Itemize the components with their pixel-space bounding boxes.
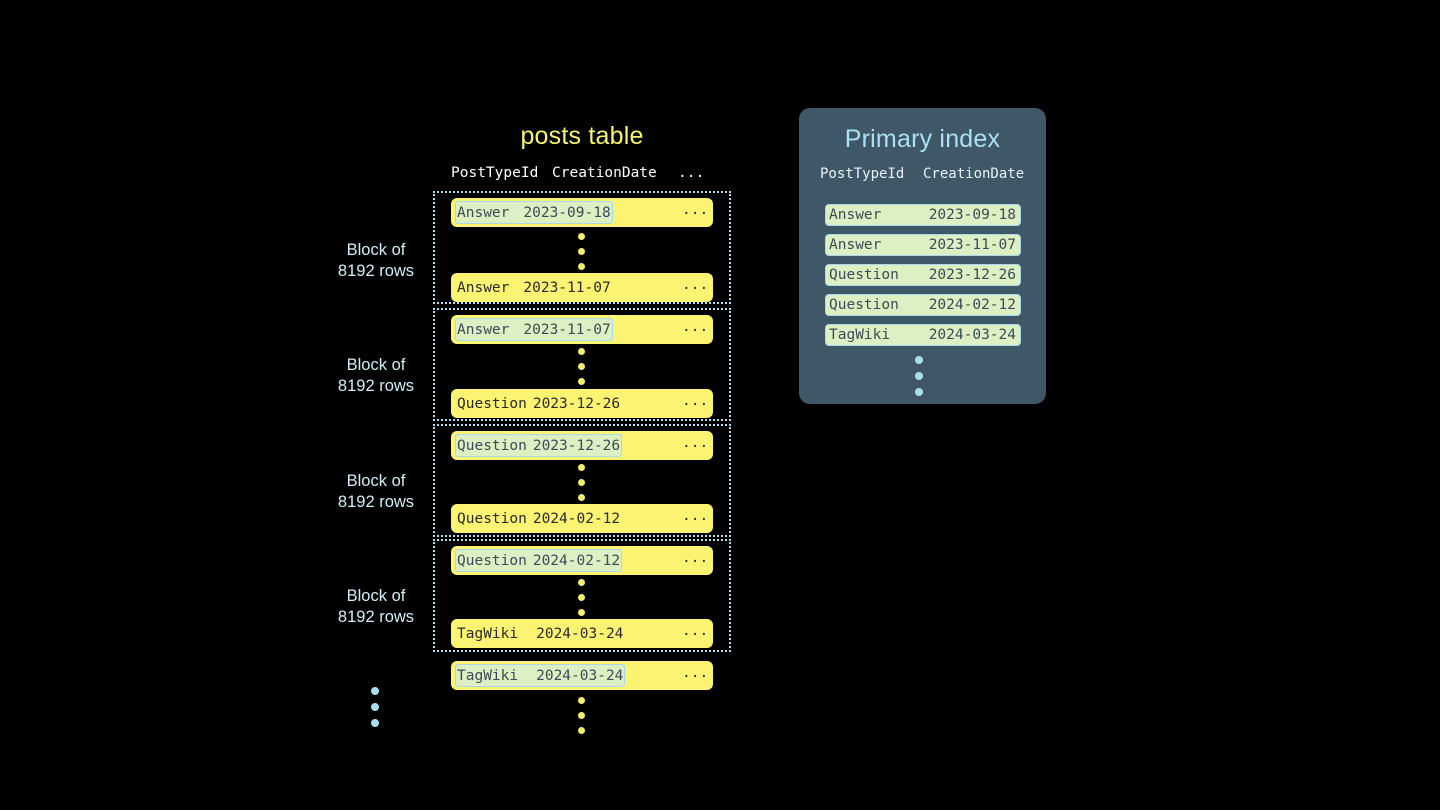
cell-creationdate: 2023-11-07 bbox=[523, 321, 611, 338]
cell-posttypeid: Answer bbox=[457, 279, 510, 296]
row-cells: Question 2024-02-12 bbox=[455, 549, 623, 572]
block-label-line1: Block of bbox=[346, 587, 406, 605]
cell-posttypeid: Question bbox=[457, 552, 527, 569]
block-label-line2: 8192 rows bbox=[337, 608, 415, 626]
table-row[interactable]: Answer 2023-11-07 ... bbox=[451, 273, 713, 302]
table-row[interactable]: TagWiki 2024-03-24 ... bbox=[451, 619, 713, 648]
primary-index-column-headers: PostTypeId CreationDate bbox=[799, 166, 1046, 188]
cell-creationdate: 2024-02-12 bbox=[532, 552, 621, 569]
cell-posttypeid: TagWiki bbox=[457, 667, 519, 684]
cell-creationdate: 2023-11-07 bbox=[523, 279, 611, 296]
cell-posttypeid: Answer bbox=[457, 204, 510, 221]
cell-more: ... bbox=[682, 623, 709, 639]
table-row[interactable]: Question 2024-02-12 ... bbox=[451, 504, 713, 533]
primary-index-title: Primary index bbox=[844, 125, 1001, 153]
column-header-posttypeid: PostTypeId bbox=[451, 165, 539, 181]
table-row[interactable]: Answer 2023-09-18 ... bbox=[451, 198, 713, 227]
cell-creationdate: 2023-12-26 bbox=[532, 437, 621, 454]
row-cells: TagWiki 2024-03-24 bbox=[455, 622, 625, 645]
column-header-posttypeid: PostTypeId bbox=[820, 166, 905, 182]
table-row[interactable]: Answer 2023-11-07 ... bbox=[451, 315, 713, 344]
vertical-ellipsis-icon bbox=[578, 697, 586, 734]
cell-posttypeid: Question bbox=[829, 297, 899, 313]
row-cells: Answer 2023-11-07 bbox=[455, 276, 613, 299]
block-label-2: Block of 8192 rows bbox=[301, 355, 451, 397]
row-cells: Answer 2023-09-18 bbox=[455, 201, 613, 224]
cell-creationdate: 2024-03-24 bbox=[536, 625, 624, 642]
cell-more: ... bbox=[682, 393, 709, 409]
cell-more: ... bbox=[682, 435, 709, 451]
cell-more: ... bbox=[682, 319, 709, 335]
cell-posttypeid: Answer bbox=[829, 237, 882, 253]
vertical-ellipsis-icon bbox=[371, 687, 379, 727]
block-label-line2: 8192 rows bbox=[337, 262, 415, 280]
cell-posttypeid: Question bbox=[457, 510, 527, 527]
row-cells: Question 2023-12-26 bbox=[455, 434, 623, 457]
cell-posttypeid: Answer bbox=[829, 207, 882, 223]
block-label-line2: 8192 rows bbox=[337, 377, 415, 395]
block-label-3: Block of 8192 rows bbox=[301, 471, 451, 513]
block-label-1: Block of 8192 rows bbox=[301, 240, 451, 282]
cell-more: ... bbox=[682, 665, 709, 681]
posts-table-column-headers: PostTypeId CreationDate ... bbox=[433, 165, 731, 187]
cell-creationdate: 2024-03-24 bbox=[928, 327, 1016, 343]
cell-posttypeid: Answer bbox=[457, 321, 510, 338]
vertical-ellipsis-icon bbox=[578, 464, 586, 501]
primary-index-panel: Primary index PostTypeId CreationDate An… bbox=[799, 108, 1046, 404]
block-label-4: Block of 8192 rows bbox=[301, 586, 451, 628]
cell-more: ... bbox=[682, 550, 709, 566]
table-row[interactable]: Question 2024-02-12 ... bbox=[451, 546, 713, 575]
row-cells: Answer 2023-11-07 bbox=[455, 318, 613, 341]
column-header-creationdate: CreationDate bbox=[552, 165, 657, 181]
cell-creationdate: 2023-09-18 bbox=[523, 204, 611, 221]
cell-posttypeid: Question bbox=[829, 267, 899, 283]
cell-posttypeid: TagWiki bbox=[829, 327, 891, 343]
cell-creationdate: 2023-12-26 bbox=[532, 395, 621, 412]
list-item[interactable]: Question 2023-12-26 bbox=[825, 264, 1021, 286]
block-box-1 bbox=[433, 191, 731, 304]
cell-posttypeid: TagWiki bbox=[457, 625, 519, 642]
block-label-line1: Block of bbox=[346, 356, 406, 374]
column-header-creationdate: CreationDate bbox=[923, 166, 1025, 182]
cell-creationdate: 2023-12-26 bbox=[928, 267, 1016, 283]
cell-more: ... bbox=[682, 202, 709, 218]
cell-posttypeid: Question bbox=[457, 437, 527, 454]
cell-creationdate: 2024-02-12 bbox=[928, 297, 1016, 313]
block-label-line2: 8192 rows bbox=[337, 493, 415, 511]
list-item[interactable]: Answer 2023-09-18 bbox=[825, 204, 1021, 226]
block-box-2 bbox=[433, 308, 731, 421]
cell-posttypeid: Question bbox=[457, 395, 527, 412]
row-cells: TagWiki 2024-03-24 bbox=[455, 664, 626, 687]
block-label-line1: Block of bbox=[346, 241, 406, 259]
vertical-ellipsis-icon bbox=[578, 348, 586, 385]
list-item[interactable]: Question 2024-02-12 bbox=[825, 294, 1021, 316]
block-box-3 bbox=[433, 424, 731, 537]
row-cells: Question 2023-12-26 bbox=[455, 392, 622, 415]
vertical-ellipsis-icon bbox=[578, 579, 586, 616]
table-row[interactable]: Question 2023-12-26 ... bbox=[451, 389, 713, 418]
cell-creationdate: 2023-11-07 bbox=[928, 237, 1016, 253]
vertical-ellipsis-icon bbox=[915, 356, 923, 396]
cell-creationdate: 2024-03-24 bbox=[536, 667, 624, 684]
cell-more: ... bbox=[682, 277, 709, 293]
block-box-4 bbox=[433, 539, 731, 652]
cell-more: ... bbox=[682, 508, 709, 524]
list-item[interactable]: TagWiki 2024-03-24 bbox=[825, 324, 1021, 346]
block-label-line1: Block of bbox=[346, 472, 406, 490]
table-row[interactable]: Question 2023-12-26 ... bbox=[451, 431, 713, 460]
vertical-ellipsis-icon bbox=[578, 233, 586, 270]
list-item[interactable]: Answer 2023-11-07 bbox=[825, 234, 1021, 256]
posts-table-title: posts table bbox=[520, 122, 644, 150]
cell-creationdate: 2024-02-12 bbox=[532, 510, 621, 527]
row-cells: Question 2024-02-12 bbox=[455, 507, 622, 530]
cell-creationdate: 2023-09-18 bbox=[928, 207, 1016, 223]
table-row[interactable]: TagWiki 2024-03-24 ... bbox=[451, 661, 713, 690]
posts-table-section: posts table PostTypeId CreationDate ... … bbox=[301, 122, 731, 734]
column-header-more: ... bbox=[678, 165, 705, 181]
